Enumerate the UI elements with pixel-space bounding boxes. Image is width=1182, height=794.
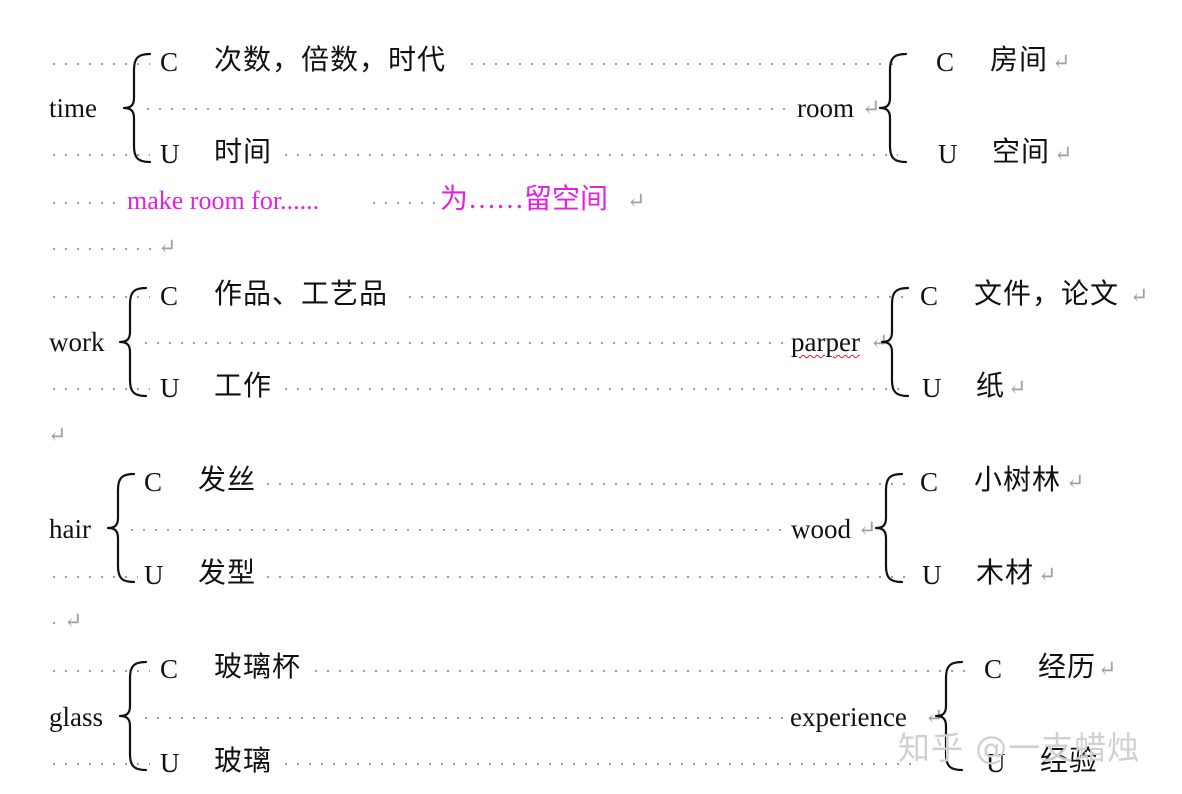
countable-meaning: 作品、工艺品	[214, 279, 389, 310]
leader-dots	[466, 63, 898, 65]
countable-label: C	[936, 47, 955, 77]
leader-dots	[368, 202, 436, 204]
return-mark-icon: ↵	[1054, 141, 1073, 166]
return-mark-icon: ↵	[858, 516, 877, 541]
return-mark-icon: ↵	[925, 704, 944, 729]
leader-dots	[48, 202, 124, 204]
uncountable-meaning: 工作	[214, 371, 273, 402]
leader-dots	[48, 763, 150, 765]
leader-dots	[310, 670, 970, 672]
leader-dots	[48, 576, 138, 578]
leader-dots	[280, 154, 898, 156]
countable-label: C	[920, 467, 939, 497]
uncountable-meaning: 纸	[976, 371, 1006, 402]
countable-meaning: 文件，论文	[974, 279, 1120, 310]
leader-dots	[140, 342, 788, 344]
left-brace-icon	[118, 286, 148, 398]
word-experience: experience	[790, 702, 907, 732]
watermark: 知乎 @一支蜡烛	[898, 729, 1141, 767]
uncountable-meaning: 发型	[198, 558, 257, 589]
countable-meaning: 房间	[990, 45, 1049, 76]
uncountable-label: U	[160, 139, 180, 169]
uncountable-label: U	[160, 748, 180, 778]
leader-dots	[262, 483, 906, 485]
uncountable-label: U	[922, 560, 942, 590]
uncountable-meaning: 时间	[214, 137, 273, 168]
uncountable-label: U	[144, 560, 164, 590]
phrase-english: make room for......	[127, 186, 320, 215]
countable-label: C	[160, 47, 179, 77]
return-mark-icon: ↵	[1038, 562, 1057, 587]
countable-label: C	[144, 467, 163, 497]
countable-meaning: 经历	[1038, 652, 1097, 683]
countable-meaning: 次数，倍数，时代	[214, 45, 447, 76]
leader-dots	[48, 63, 150, 65]
uncountable-meaning: 木材	[976, 558, 1035, 589]
left-brace-icon	[878, 52, 908, 164]
uncountable-meaning: 经验	[1040, 746, 1099, 777]
leader-dots	[48, 154, 150, 156]
leader-dots	[48, 296, 150, 298]
word-hair: hair	[49, 514, 91, 544]
word-time: time	[49, 93, 97, 123]
leader-dots	[404, 296, 906, 298]
uncountable-meaning: 玻璃	[214, 746, 273, 777]
return-mark-icon: ↵	[48, 422, 67, 447]
word-glass: glass	[49, 702, 103, 732]
return-mark-icon: ↵	[1130, 283, 1149, 308]
return-mark-icon: ↵	[1052, 49, 1071, 74]
leader-dots	[48, 622, 62, 624]
leader-dots	[48, 248, 152, 250]
countable-meaning: 小树林	[974, 465, 1062, 496]
uncountable-label: U	[938, 139, 958, 169]
countable-label: C	[920, 281, 939, 311]
return-mark-icon: ↵	[862, 95, 881, 120]
leader-dots	[262, 576, 906, 578]
uncountable-label: U	[160, 373, 180, 403]
return-mark-icon: ↵	[1008, 375, 1027, 400]
left-brace-icon	[874, 472, 904, 584]
left-brace-icon	[106, 472, 136, 584]
left-brace-icon	[880, 286, 910, 398]
leader-dots	[140, 717, 786, 719]
leader-dots	[280, 388, 906, 390]
word-wood: wood	[791, 514, 851, 544]
return-mark-icon: ↵	[1066, 469, 1085, 494]
return-mark-icon: ↵	[627, 188, 646, 213]
leader-dots	[48, 388, 150, 390]
leader-dots	[48, 670, 150, 672]
uncountable-meaning: 空间	[992, 137, 1051, 168]
uncountable-label: U	[922, 373, 942, 403]
phrase-chinese: 为……留空间	[440, 184, 609, 215]
countable-meaning: 发丝	[198, 465, 257, 496]
left-brace-icon	[118, 660, 148, 772]
countable-label: C	[984, 654, 1003, 684]
countable-meaning: 玻璃杯	[214, 652, 302, 683]
return-mark-icon: ↵	[64, 608, 83, 633]
countable-label: C	[160, 281, 179, 311]
return-mark-icon: ↵	[1098, 656, 1117, 681]
return-mark-icon: ↵	[158, 234, 177, 259]
uncountable-label: U	[986, 748, 1006, 778]
countable-label: C	[160, 654, 179, 684]
left-brace-icon	[934, 660, 964, 772]
word-room: room	[797, 93, 854, 123]
leader-dots	[126, 529, 788, 531]
word-work: work	[49, 327, 105, 357]
return-mark-icon: ↵	[870, 329, 889, 354]
left-brace-icon	[122, 52, 152, 164]
leader-dots	[142, 108, 792, 110]
leader-dots	[280, 763, 920, 765]
word-parper: parper	[791, 327, 860, 357]
